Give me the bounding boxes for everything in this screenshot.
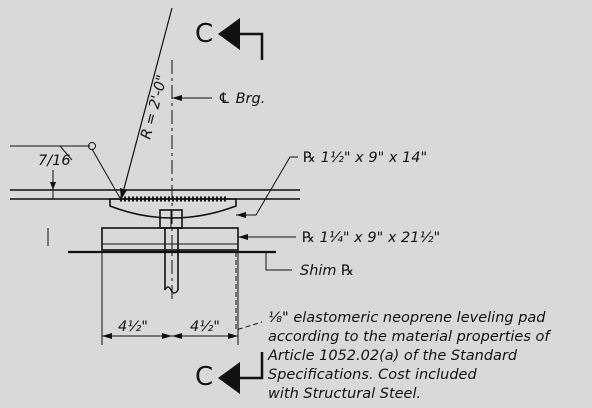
neoprene-pad-leader xyxy=(235,252,263,331)
note-line-4: Specifications. Cost included xyxy=(268,367,477,383)
shim-callout: Shim ℞ xyxy=(265,252,354,279)
section-marker-top: C xyxy=(195,18,264,60)
section-cut-line-bottom xyxy=(240,352,264,380)
sole-plate-shape xyxy=(109,198,237,219)
dim-arrow-left-icon xyxy=(102,333,112,339)
section-marker-bottom: C xyxy=(195,352,264,394)
bottom-plate-leader-arrow-icon xyxy=(238,234,248,240)
bottom-plate-callout: ℞ 1¼" x 9" x 21½" xyxy=(238,230,440,246)
section-letter-top: C xyxy=(195,19,213,49)
bottom-plate-label: ℞ 1¼" x 9" x 21½" xyxy=(302,230,440,246)
note-line-5: with Structural Steel. xyxy=(268,386,421,402)
sole-plate xyxy=(109,196,237,219)
top-plate-label: ℞ 1½" x 9" x 14" xyxy=(303,150,427,166)
top-plate-leader xyxy=(236,156,298,216)
radius-label: R = 2'-0" xyxy=(138,73,170,141)
radius-callout: R = 2'-0" xyxy=(120,7,173,201)
section-arrow-bottom-icon xyxy=(218,362,240,394)
fraction-pointer-line xyxy=(91,148,121,199)
fraction-callout: 7/16 xyxy=(10,142,121,199)
dim-arrow-right-icon xyxy=(228,333,238,339)
bearing-plate xyxy=(101,227,239,251)
fraction-dim-arrow-icon xyxy=(50,182,56,190)
fraction-label: 7/16 xyxy=(38,153,71,169)
centerline-callout: ℄ Brg. xyxy=(172,91,265,107)
shim-label: Shim ℞ xyxy=(300,263,354,279)
horizontal-dimensions: 4½" 4½" xyxy=(101,252,239,345)
radius-line xyxy=(120,7,173,201)
fraction-slash xyxy=(59,145,73,161)
section-cut-line-top xyxy=(240,32,264,60)
note-line-2: according to the material properties of xyxy=(268,329,551,345)
top-plate-leader-arrow-icon xyxy=(236,212,246,218)
shim-leader xyxy=(265,252,292,271)
dim-arrow-center-left-icon xyxy=(162,333,172,339)
neoprene-pad-note: ⅛" elastomeric neoprene leveling pad acc… xyxy=(267,310,551,402)
dim-left-label: 4½" xyxy=(118,319,148,335)
top-plate-callout: ℞ 1½" x 9" x 14" xyxy=(236,150,427,218)
anchor-bolt-break-icon xyxy=(164,286,179,294)
bearing-plate-shape xyxy=(101,227,239,251)
anchor-bolt xyxy=(164,228,179,294)
dim-arrow-center-right-icon xyxy=(172,333,182,339)
note-line-1: ⅛" elastomeric neoprene leveling pad xyxy=(268,310,546,326)
dim-right-label: 4½" xyxy=(190,319,220,335)
centerline-label: ℄ Brg. xyxy=(218,91,265,107)
note-line-3: Article 1052.02(a) of the Standard xyxy=(267,348,518,364)
anchor-bolt-nut xyxy=(159,209,183,229)
section-arrow-top-icon xyxy=(218,18,240,50)
centerline-leader-arrow-icon xyxy=(172,95,182,101)
section-letter-bottom: C xyxy=(195,362,213,392)
